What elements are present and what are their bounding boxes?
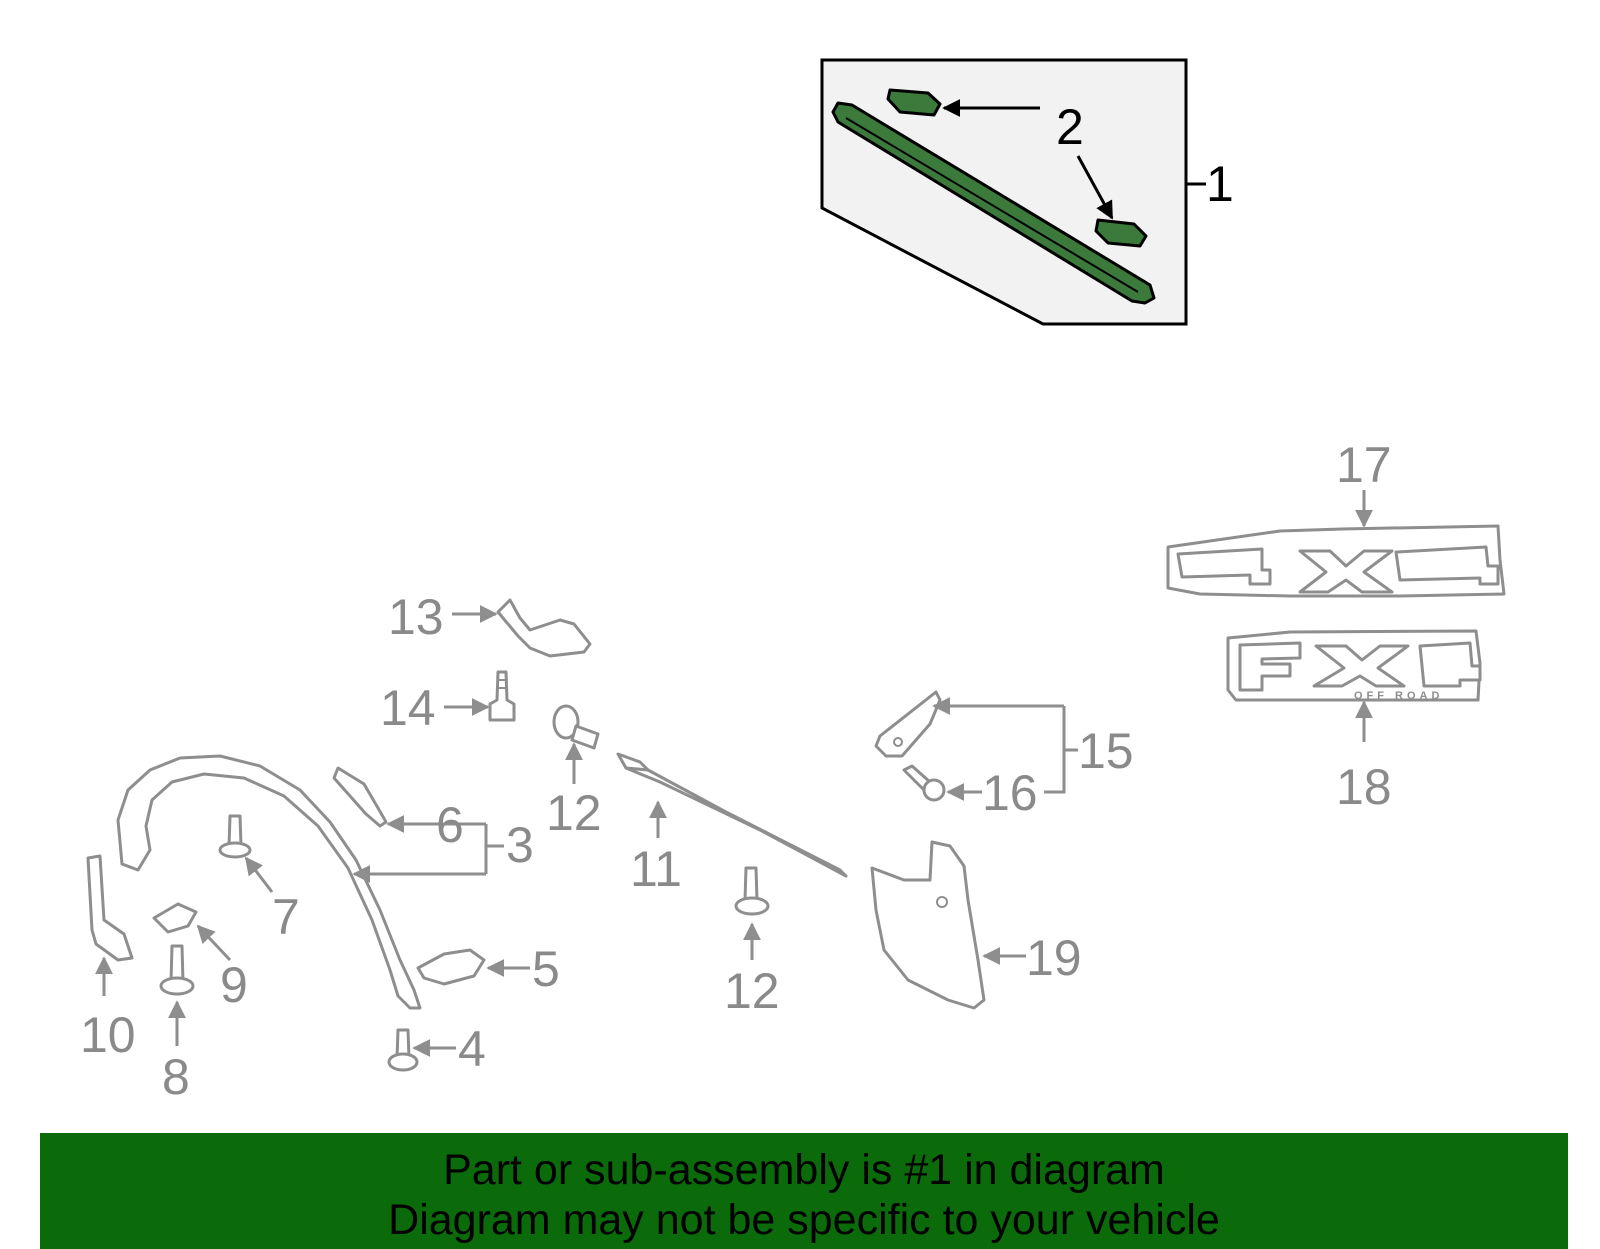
part-4-washer [387, 1052, 419, 1072]
part-3-group[interactable]: 3 [116, 754, 534, 1010]
part-13-group[interactable]: 13 [388, 589, 592, 658]
part-9-nut[interactable] [152, 902, 198, 934]
part-12-upper-group[interactable]: 12 [546, 704, 602, 841]
part-19-group[interactable]: 19 [870, 840, 1082, 1010]
badge-fx4-x [1312, 644, 1410, 688]
clip-part-upper[interactable] [886, 88, 942, 117]
callout-6[interactable]: 6 [436, 797, 464, 853]
part-12-upper-head[interactable] [552, 704, 580, 740]
part-16-head [922, 778, 946, 802]
banner-line-2: Diagram may not be specific to your vehi… [388, 1196, 1220, 1244]
badge-4x4-group[interactable]: 17 [1166, 437, 1506, 598]
part-14-group[interactable]: 14 [380, 670, 516, 736]
callout-7[interactable]: 7 [272, 889, 300, 945]
part-9-group[interactable]: 9 [152, 902, 248, 1013]
callout-15[interactable]: 15 [1078, 723, 1134, 779]
part-16-group[interactable]: 16 [902, 764, 1038, 821]
badge-fx4-group[interactable]: OFF ROAD 18 [1226, 629, 1482, 815]
callout-13[interactable]: 13 [388, 589, 444, 645]
part-11-flange [616, 752, 650, 772]
badge-fx4-4 [1418, 641, 1482, 688]
molding-strip-edge [845, 117, 1139, 293]
part-5-clip[interactable] [416, 948, 486, 986]
part-6-group[interactable]: 6 [332, 766, 486, 853]
callout-18[interactable]: 18 [1336, 759, 1392, 815]
part-15-group[interactable]: 15 [874, 690, 1134, 794]
badge-4x4-four-left [1176, 547, 1272, 586]
leader-2-lower [1076, 155, 1114, 220]
part-5-group[interactable]: 5 [416, 941, 560, 997]
callout-2[interactable]: 2 [1056, 99, 1084, 155]
part-11-group[interactable]: 11 [616, 752, 848, 897]
callout-17[interactable]: 17 [1336, 437, 1392, 493]
callout-9[interactable]: 9 [220, 957, 248, 1013]
badge-4x4-four-right [1394, 545, 1500, 586]
part-12-lower-shank[interactable] [743, 866, 759, 902]
part-13-bracket[interactable] [496, 598, 592, 658]
leader-9 [196, 924, 232, 962]
callout-16[interactable]: 16 [982, 765, 1038, 821]
part-8-washer [159, 976, 195, 996]
part-12-upper-shank [570, 724, 600, 750]
callout-11[interactable]: 11 [630, 841, 682, 897]
part-8-group[interactable]: 8 [159, 944, 195, 1105]
callout-14[interactable]: 14 [380, 680, 436, 736]
callout-3[interactable]: 3 [506, 817, 534, 873]
callout-8[interactable]: 8 [162, 1049, 190, 1105]
part-4-group[interactable]: 4 [387, 1021, 486, 1077]
badge-fx4-subtext: OFF ROAD [1354, 690, 1443, 702]
callout-1[interactable]: 1 [1206, 156, 1234, 212]
subassembly-1-group[interactable]: 2 1 [820, 58, 1234, 326]
part-12-lower-washer [734, 896, 770, 916]
banner-line-1: Part or sub-assembly is #1 in diagram [443, 1146, 1165, 1194]
badge-fx4-f [1238, 641, 1302, 692]
part-7-washer [218, 841, 252, 859]
leader-7 [244, 856, 274, 893]
part-10-strip[interactable] [86, 854, 134, 962]
part-14-bolt[interactable] [488, 670, 516, 722]
callout-4[interactable]: 4 [458, 1021, 486, 1077]
badge-4x4-x [1298, 549, 1394, 594]
part-3-arch-molding[interactable] [116, 754, 422, 1010]
part-15-bracket[interactable] [874, 690, 942, 758]
part-12-lower-group[interactable]: 12 [724, 866, 780, 1019]
callout-5[interactable]: 5 [532, 941, 560, 997]
callout-12-upper[interactable]: 12 [546, 785, 602, 841]
part-7-group[interactable]: 7 [218, 814, 300, 945]
leader-15 [1044, 706, 1066, 794]
part-15-hole [893, 737, 903, 747]
callout-10[interactable]: 10 [80, 1007, 136, 1063]
callout-12-lower[interactable]: 12 [724, 963, 780, 1019]
part-19-hole [936, 896, 948, 908]
callout-19[interactable]: 19 [1026, 930, 1082, 986]
clip-part-lower[interactable] [1094, 218, 1148, 248]
part-19-mudflap[interactable] [870, 840, 986, 1010]
part-6-bracket[interactable] [332, 766, 388, 828]
part-10-group[interactable]: 10 [80, 854, 136, 1063]
info-banner: Part or sub-assembly is #1 in diagram Di… [40, 1133, 1568, 1249]
